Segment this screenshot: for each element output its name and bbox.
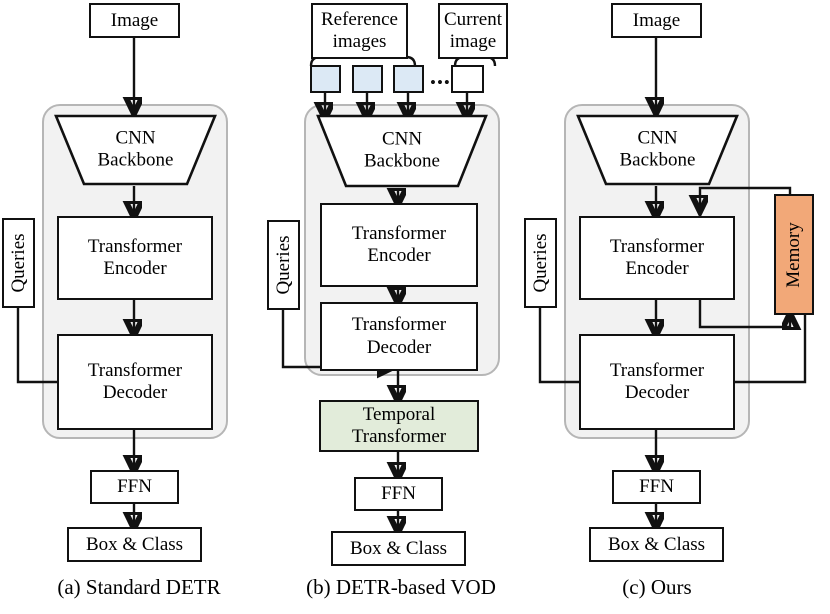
panel-a-cnn-line2: Backbone	[97, 150, 174, 171]
panel-a-encoder-line1: Transformer	[87, 235, 183, 257]
panel-b-temporal-transformer[interactable]: Temporal Transformer	[319, 400, 479, 452]
panel-b-reference-frame-2[interactable]	[352, 65, 383, 93]
panel-b-temporal-line1: Temporal	[362, 403, 436, 425]
panel-c-ffn-box[interactable]: FFN	[612, 470, 701, 504]
panel-c-output-box[interactable]: Box & Class	[589, 527, 724, 562]
panel-b-cnn-line2: Backbone	[364, 151, 440, 172]
panel-a-cnn-backbone[interactable]: CNN Backbone	[54, 114, 217, 186]
panel-c-transformer-encoder[interactable]: Transformer Encoder	[579, 216, 735, 300]
panel-c-decoder-line2: Decoder	[624, 382, 690, 403]
panel-b-cnn-backbone-label: CNN Backbone	[316, 129, 488, 174]
panel-b-ellipsis: •••	[430, 73, 451, 92]
panel-c-queries-box[interactable]: Queries	[524, 218, 557, 308]
panel-c-cnn-line2: Backbone	[619, 150, 696, 171]
panel-b-caption: (b) DETR-based VOD	[306, 575, 496, 599]
panel-b-decoder-line2: Decoder	[366, 336, 432, 358]
panel-c-decoder-line1: Transformer	[609, 359, 705, 381]
panel-b-ffn-box[interactable]: FFN	[354, 477, 443, 511]
panel-a-cnn-line1: CNN	[115, 127, 156, 149]
panel-c-encoder-line2: Encoder	[625, 258, 689, 279]
panel-b-reference-line1: Reference	[321, 8, 398, 30]
panel-a-transformer-decoder[interactable]: Transformer Decoder	[57, 334, 213, 430]
panel-c-memory-box[interactable]: Memory	[774, 194, 814, 315]
panel-b-queries-label: Queries	[272, 235, 294, 295]
panel-c-transformer-decoder[interactable]: Transformer Decoder	[579, 334, 735, 430]
panel-a-queries-label: Queries	[7, 233, 29, 293]
panel-a-decoder-line1: Transformer	[87, 359, 183, 381]
panel-b-cnn-backbone[interactable]: CNN Backbone	[316, 114, 488, 188]
panel-c-cnn-line1: CNN	[637, 127, 678, 149]
panel-a-cnn-backbone-shape	[54, 114, 217, 186]
panel-a-image-box[interactable]: Image	[89, 3, 180, 38]
panel-c-image-box[interactable]: Image	[611, 3, 702, 38]
panel-b-encoder-line1: Transformer	[351, 222, 447, 244]
panel-a-caption: (a) Standard DETR	[57, 575, 221, 599]
panel-c-cnn-backbone-shape	[576, 114, 739, 186]
panel-b-reference-frame-1[interactable]	[310, 65, 341, 93]
panel-b-cnn-backbone-shape	[316, 114, 488, 188]
panel-b-transformer-decoder[interactable]: Transformer Decoder	[320, 302, 478, 371]
panel-c-caption: (c) Ours	[622, 575, 692, 599]
panel-c-queries-label: Queries	[529, 233, 551, 293]
panel-b-current-image-box[interactable]: Current image	[438, 3, 508, 59]
panel-b-current-line2: image	[449, 31, 497, 52]
panel-c-memory-label: Memory	[783, 221, 804, 288]
panel-b-cnn-line1: CNN	[381, 128, 423, 150]
panel-a-queries-box[interactable]: Queries	[2, 218, 35, 308]
panel-b-reference-frame-3[interactable]	[393, 65, 424, 93]
panel-a-encoder-line2: Encoder	[103, 258, 167, 279]
panel-b-decoder-line1: Transformer	[351, 314, 447, 336]
panel-b-reference-line2: images	[332, 31, 387, 52]
panel-a-decoder-line2: Decoder	[102, 382, 168, 403]
panel-b-output-box[interactable]: Box & Class	[331, 531, 466, 566]
panel-c-encoder-line1: Transformer	[609, 235, 705, 257]
panel-a-output-box[interactable]: Box & Class	[67, 527, 202, 562]
panel-b-reference-images-box[interactable]: Reference images	[311, 3, 408, 59]
panel-a-ffn-box[interactable]: FFN	[90, 470, 179, 504]
panel-b-transformer-encoder[interactable]: Transformer Encoder	[320, 203, 478, 287]
panel-a-cnn-backbone-label: CNN Backbone	[54, 128, 217, 173]
panel-b-temporal-line2: Transformer	[351, 426, 447, 447]
panel-b-current-line1: Current	[443, 8, 503, 30]
panel-b-queries-box[interactable]: Queries	[267, 220, 300, 310]
panel-b-current-frame[interactable]	[451, 65, 484, 93]
panel-c-cnn-backbone[interactable]: CNN Backbone	[576, 114, 739, 186]
panel-a-transformer-encoder[interactable]: Transformer Encoder	[57, 216, 213, 300]
panel-b-encoder-line2: Encoder	[367, 245, 431, 266]
panel-c-cnn-backbone-label: CNN Backbone	[576, 128, 739, 173]
